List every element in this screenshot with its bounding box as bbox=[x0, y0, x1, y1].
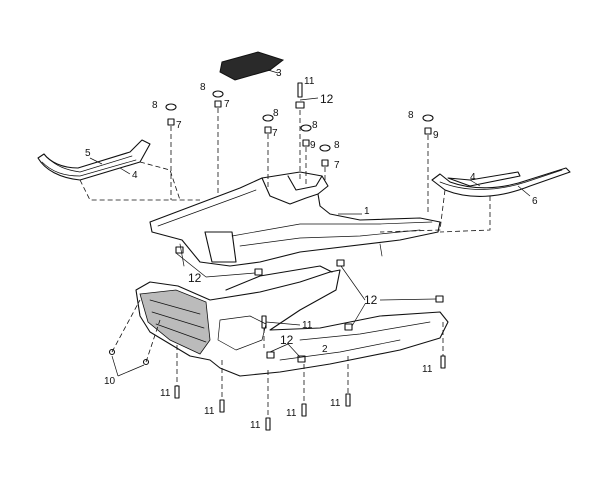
callout-6: 6 bbox=[532, 196, 538, 207]
callout-8-c: 8 bbox=[273, 108, 279, 119]
under-cover-part-2 bbox=[135, 265, 449, 377]
callout-11-b3: 11 bbox=[250, 420, 261, 431]
callout-4-right: 4 bbox=[470, 172, 476, 183]
nut-icon bbox=[214, 100, 222, 108]
nut-icon bbox=[424, 127, 432, 135]
callout-7-b: 7 bbox=[224, 99, 230, 110]
bolt-icon bbox=[265, 417, 271, 431]
clip-icon bbox=[266, 351, 275, 359]
screw-icon bbox=[108, 348, 116, 356]
nut-icon bbox=[167, 118, 175, 126]
callout-2: 2 bbox=[322, 344, 328, 355]
callout-5: 5 bbox=[85, 148, 91, 159]
clip-icon bbox=[175, 246, 184, 254]
callout-8-a: 8 bbox=[152, 100, 158, 111]
callout-11-top: 11 bbox=[304, 76, 315, 87]
callout-7-a: 7 bbox=[176, 120, 182, 131]
callout-11-b4: 11 bbox=[286, 408, 297, 419]
callout-11-b2: 11 bbox=[204, 406, 215, 417]
clip-icon bbox=[295, 101, 305, 109]
bolt-icon bbox=[345, 393, 351, 407]
callout-10: 10 bbox=[104, 376, 116, 387]
screw-cap-icon bbox=[165, 103, 177, 111]
frame-part-1 bbox=[149, 171, 441, 267]
callout-1: 1 bbox=[364, 206, 370, 217]
screw-cap-icon bbox=[319, 144, 331, 152]
callout-11-right: 11 bbox=[422, 364, 433, 375]
nut-icon bbox=[264, 126, 272, 134]
rail-left-parts-4-5 bbox=[37, 139, 200, 201]
screws-part-10 bbox=[108, 299, 161, 377]
screw-icon bbox=[142, 358, 150, 366]
fasteners-upper bbox=[165, 82, 434, 215]
callout-11-b5: 11 bbox=[330, 398, 341, 409]
callout-7-e: 7 bbox=[334, 160, 340, 171]
bolt-icon bbox=[440, 355, 446, 369]
seat-pad-part-3 bbox=[219, 51, 285, 81]
bolt-icon bbox=[219, 399, 225, 413]
callout-8-d: 8 bbox=[312, 120, 318, 131]
nut-icon bbox=[302, 139, 310, 147]
bolt-icon bbox=[297, 82, 303, 98]
callout-11-mid: 11 bbox=[302, 320, 313, 331]
callout-11-b1: 11 bbox=[160, 388, 171, 399]
callout-12-right: 12 bbox=[364, 293, 378, 307]
rail-right-parts-4-6 bbox=[379, 167, 571, 233]
callout-3: 3 bbox=[276, 68, 282, 79]
screw-cap-icon bbox=[422, 114, 434, 122]
clip-icon bbox=[336, 259, 345, 267]
bolt-icon bbox=[301, 403, 307, 417]
clip-icon bbox=[344, 323, 353, 331]
nut-icon bbox=[321, 159, 329, 167]
clip-icon bbox=[297, 355, 306, 363]
callout-4-left: 4 bbox=[132, 170, 138, 181]
callout-12-left: 12 bbox=[188, 271, 202, 285]
callout-9-f: 9 bbox=[433, 130, 439, 141]
screw-cap-icon bbox=[212, 90, 224, 98]
callout-9-d: 9 bbox=[310, 140, 316, 151]
bolt-icon bbox=[174, 385, 180, 399]
callout-7-c: 7 bbox=[272, 128, 278, 139]
callout-12-bottom: 12 bbox=[280, 333, 294, 347]
callout-8-f: 8 bbox=[408, 110, 414, 121]
callout-12-top: 12 bbox=[320, 92, 334, 106]
clip-icon bbox=[435, 295, 444, 303]
screw-cap-icon bbox=[300, 124, 312, 132]
clips-part-12 bbox=[175, 246, 444, 363]
clip-icon bbox=[254, 268, 263, 276]
callout-8-b: 8 bbox=[200, 82, 206, 93]
callout-8-e: 8 bbox=[334, 140, 340, 151]
screw-cap-icon bbox=[262, 114, 274, 122]
bolts-part-11 bbox=[174, 315, 446, 431]
callout-labels: 3 11 12 8 7 8 7 8 7 8 9 8 7 8 9 5 4 4 6 … bbox=[85, 68, 538, 431]
